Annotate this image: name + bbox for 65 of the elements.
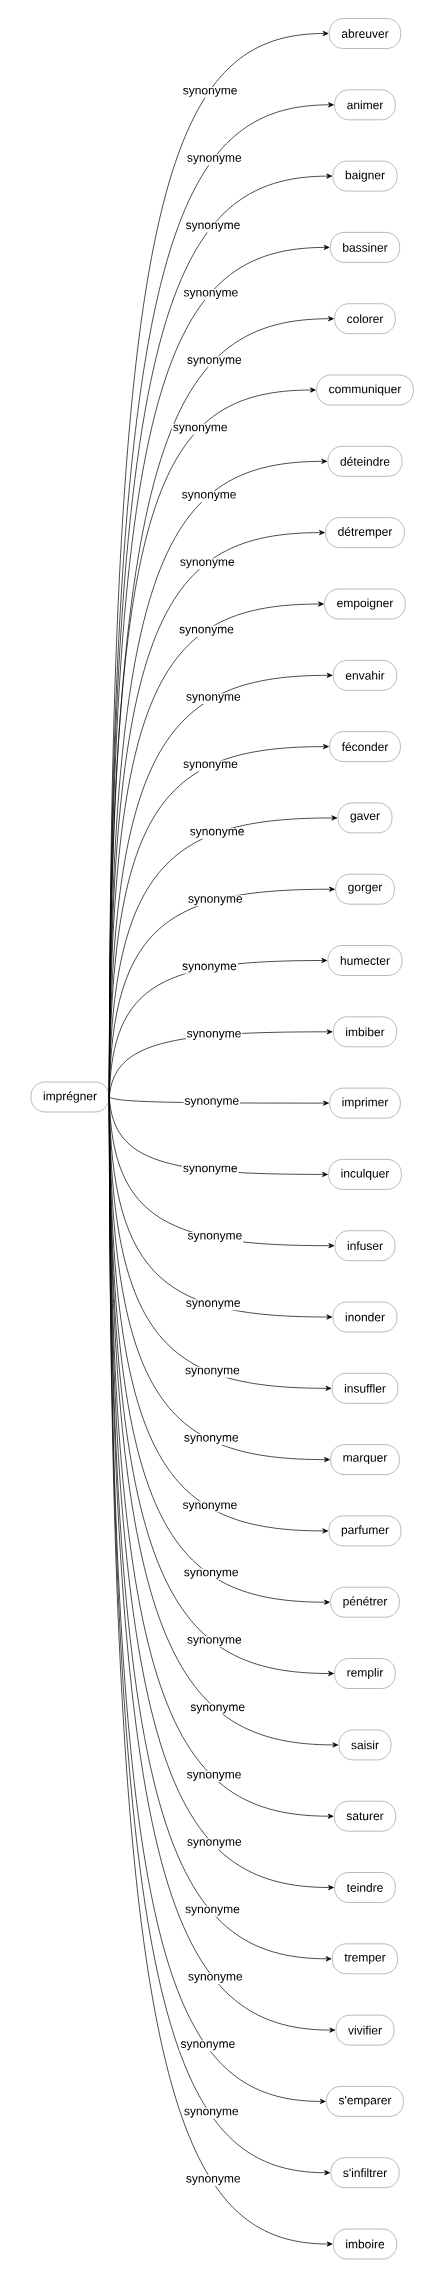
word-node: marquer bbox=[330, 1444, 400, 1475]
edge-label: synonyme bbox=[190, 1704, 245, 1714]
word-node: imboire bbox=[333, 2228, 397, 2260]
edge-label: synonyme bbox=[182, 963, 237, 973]
word-node: remplir bbox=[334, 1658, 396, 1689]
edge-label: synonyme bbox=[185, 1906, 240, 1916]
edge-label: synonyme bbox=[183, 289, 238, 299]
word-node: imbiber bbox=[333, 1016, 397, 1048]
word-node: vivifier bbox=[335, 2014, 395, 2046]
edge-label: synonyme bbox=[183, 761, 238, 771]
edge-label: synonyme bbox=[173, 424, 227, 434]
edge-label: synonyme bbox=[186, 694, 241, 704]
edge-label: synonyme bbox=[179, 626, 234, 636]
word-node: imprégner bbox=[30, 1081, 110, 1113]
word-node: déteindre bbox=[327, 446, 403, 477]
word-node: parfumer bbox=[328, 1515, 402, 1547]
edge-label: synonyme bbox=[187, 1030, 241, 1040]
edge-label: synonyme bbox=[187, 1771, 241, 1781]
edge-label: synonyme bbox=[188, 896, 243, 906]
word-node: inonder bbox=[332, 1301, 398, 1333]
word-node: abreuver bbox=[329, 18, 401, 49]
word-node: empoigner bbox=[324, 588, 406, 620]
word-node: saisir bbox=[338, 1729, 392, 1761]
edge-label: synonyme bbox=[185, 222, 240, 232]
word-node: communiquer bbox=[316, 374, 414, 406]
edge-label: synonyme bbox=[190, 828, 244, 838]
word-node: teindre bbox=[334, 1872, 396, 1903]
edge-label: synonyme bbox=[187, 155, 242, 165]
edge-label: synonyme bbox=[182, 1502, 237, 1512]
word-node: s'emparer bbox=[326, 2086, 404, 2117]
word-node: animer bbox=[334, 89, 396, 121]
word-node: pénétrer bbox=[330, 1586, 400, 1618]
word-node: saturer bbox=[334, 1800, 396, 1832]
edge-label: synonyme bbox=[187, 357, 242, 367]
word-node: détremper bbox=[325, 517, 405, 548]
edge-label: synonyme bbox=[184, 1098, 239, 1108]
word-node: infuser bbox=[334, 1230, 396, 1261]
edge-label: synonyme bbox=[180, 559, 235, 569]
edge-label: synonyme bbox=[186, 1300, 240, 1310]
edge-label: synonyme bbox=[187, 1233, 242, 1242]
edge-label: synonyme bbox=[182, 492, 236, 501]
word-node: insuffler bbox=[331, 1373, 399, 1404]
word-node: colorer bbox=[334, 303, 396, 334]
word-node: s'infiltrer bbox=[330, 2157, 400, 2188]
edge-label: synonyme bbox=[183, 1165, 238, 1175]
edge-label: synonyme bbox=[187, 1839, 242, 1849]
word-node: gorger bbox=[335, 873, 395, 905]
edge-label: synonyme bbox=[184, 2108, 239, 2118]
edge-label: synonyme bbox=[184, 1435, 239, 1444]
edge-label: synonyme bbox=[183, 87, 237, 97]
edge-label: synonyme bbox=[180, 2041, 235, 2051]
word-node: inculquer bbox=[328, 1159, 402, 1190]
word-node: humecter bbox=[327, 945, 403, 976]
word-node: bassiner bbox=[330, 232, 400, 263]
edge-label: synonyme bbox=[184, 1569, 238, 1579]
edge-label: synonyme bbox=[188, 1974, 243, 1983]
word-node: gaver bbox=[337, 802, 393, 834]
word-node: féconder bbox=[329, 731, 401, 762]
edge-label: synonyme bbox=[186, 2176, 241, 2185]
word-node: imprimer bbox=[329, 1087, 401, 1119]
edge-label: synonyme bbox=[185, 1367, 240, 1377]
edge-label: synonyme bbox=[187, 1637, 242, 1647]
word-node: envahir bbox=[333, 660, 397, 691]
word-node: baigner bbox=[332, 160, 398, 192]
word-node: tremper bbox=[332, 1943, 398, 1975]
